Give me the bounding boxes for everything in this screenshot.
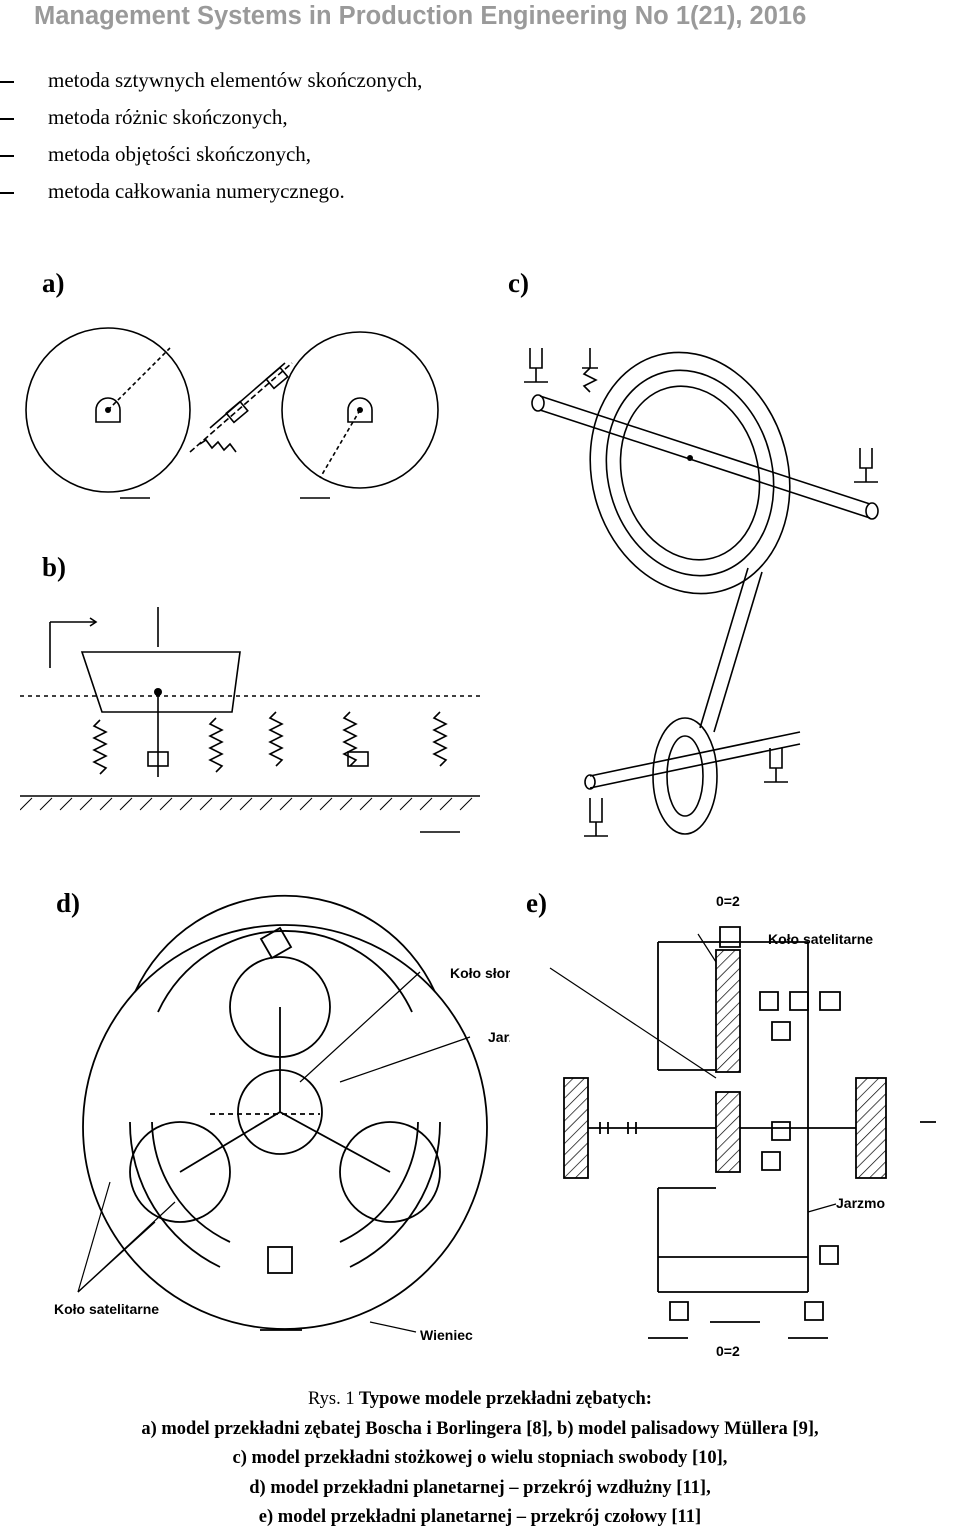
- label-wieniec: Wieniec: [420, 1327, 473, 1343]
- caption-line: a) model przekładni zębatej Boscha i Bor…: [141, 1418, 819, 1439]
- planetary-longitudinal-diagram: Koło słoneczne Jarzmo Koło satelitarne W…: [54, 894, 510, 1343]
- label-jarzmo-d: Jarzmo: [488, 1029, 510, 1045]
- figure-panel-c: c): [500, 268, 955, 858]
- journal-header: Management Systems in Production Enginee…: [34, 2, 807, 30]
- panel-label-d: d): [56, 888, 81, 918]
- figure-panel-b: b): [20, 552, 480, 842]
- label-jarzmo-e: Jarzmo: [836, 1195, 885, 1211]
- caption-line: e) model przekładni planetarnej – przekr…: [258, 1507, 702, 1527]
- gear-pair-diagram: [25, 327, 439, 499]
- bullet-text: metoda różnic skończonych,: [48, 105, 288, 129]
- dash-icon: [0, 192, 14, 194]
- caption-figure-number: Rys. 1: [308, 1389, 355, 1409]
- label-kolo-sloneczne: Koło słoneczne: [450, 965, 510, 981]
- figure-caption: Rys. 1 Typowe modele przekładni zębatych…: [0, 1385, 960, 1533]
- panel-label-c: c): [508, 268, 529, 298]
- bullet-text: metoda sztywnych elementów skończonych,: [48, 68, 423, 92]
- caption-line: c) model przekładni stożkowej o wielu st…: [232, 1448, 728, 1468]
- figure-panel-e: e): [520, 882, 960, 1362]
- dash-icon: [0, 155, 14, 157]
- caption-title-line: Rys. 1 Typowe modele przekładni zębatych…: [0, 1385, 960, 1415]
- figure-panel-d: d): [40, 882, 510, 1352]
- bullet-text: metoda całkowania numerycznego.: [48, 179, 345, 203]
- bullet-text: metoda objętości skończonych,: [48, 142, 312, 166]
- caption-title: Typowe modele przekładni zębatych:: [358, 1389, 652, 1409]
- label-kolo-satelitarne-d: Koło satelitarne: [54, 1301, 159, 1317]
- dash-icon: [0, 81, 14, 83]
- panel-label-a: a): [42, 268, 65, 298]
- bevel-gear-diagram: [524, 348, 879, 837]
- caption-line: d) model przekładni planetarnej – przekr…: [249, 1477, 711, 1498]
- figure-panel-a: a): [20, 268, 450, 528]
- panel-label-e: e): [526, 888, 547, 918]
- label-kolo-satelitarne-e: Koło satelitarne: [768, 931, 873, 947]
- planetary-frontal-diagram: 0=2 Koło satelitarne Jarzmo 0=2: [549, 893, 936, 1359]
- label-o2-bottom: 0=2: [716, 1343, 740, 1359]
- palisade-model-diagram: [20, 607, 480, 833]
- label-o2-top: 0=2: [716, 893, 740, 909]
- panel-label-b: b): [42, 552, 67, 582]
- dash-icon: [0, 118, 14, 120]
